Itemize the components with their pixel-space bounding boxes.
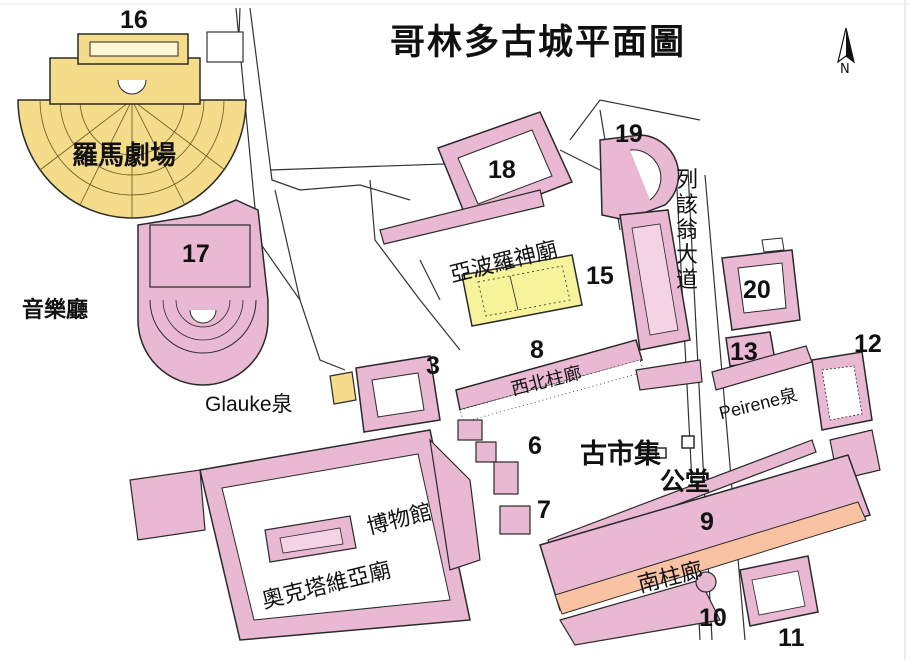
label-10: 10 — [699, 604, 727, 632]
label-7: 7 — [537, 496, 551, 524]
building-3 — [329, 355, 441, 433]
label-roman-theater: 羅馬劇場 — [72, 141, 177, 171]
building-19 — [599, 134, 680, 221]
label-20: 20 — [743, 276, 771, 304]
building-east-15 — [619, 209, 691, 351]
label-6: 6 — [528, 432, 542, 460]
label-3: 3 — [426, 352, 440, 380]
building-18 — [379, 111, 574, 245]
label-16: 16 — [120, 6, 148, 34]
building-11 — [739, 555, 819, 627]
label-15: 15 — [586, 262, 614, 290]
south-stoa — [539, 454, 871, 646]
label-agora: 古市集 — [580, 439, 661, 470]
compass-letter: N — [840, 62, 850, 77]
label-odeion: 音樂廳 — [22, 298, 89, 323]
label-glauke-fountain: Glauke泉 — [205, 393, 293, 416]
northwest-stoa — [455, 339, 703, 423]
label-12: 12 — [854, 330, 882, 358]
odeion — [137, 199, 269, 386]
small-plot — [206, 31, 244, 63]
label-9: 9 — [700, 508, 714, 536]
shops-6-7 — [457, 419, 531, 535]
label-19: 19 — [615, 120, 643, 148]
map-title: 哥林多古城平面圖 — [390, 23, 687, 63]
building-20 — [721, 237, 801, 331]
label-18: 18 — [488, 156, 516, 184]
label-lechaion-road: 列該翁大道 — [676, 168, 699, 293]
label-13: 13 — [730, 338, 758, 366]
roman-theater — [17, 33, 247, 219]
label-11: 11 — [778, 624, 805, 652]
label-17: 17 — [182, 240, 210, 268]
label-bema: 公堂 — [660, 467, 711, 496]
label-8: 8 — [530, 336, 544, 364]
peirene-fountain — [711, 331, 813, 391]
temple-of-apollo — [461, 254, 583, 327]
temple-of-octavia-precinct — [129, 429, 481, 641]
